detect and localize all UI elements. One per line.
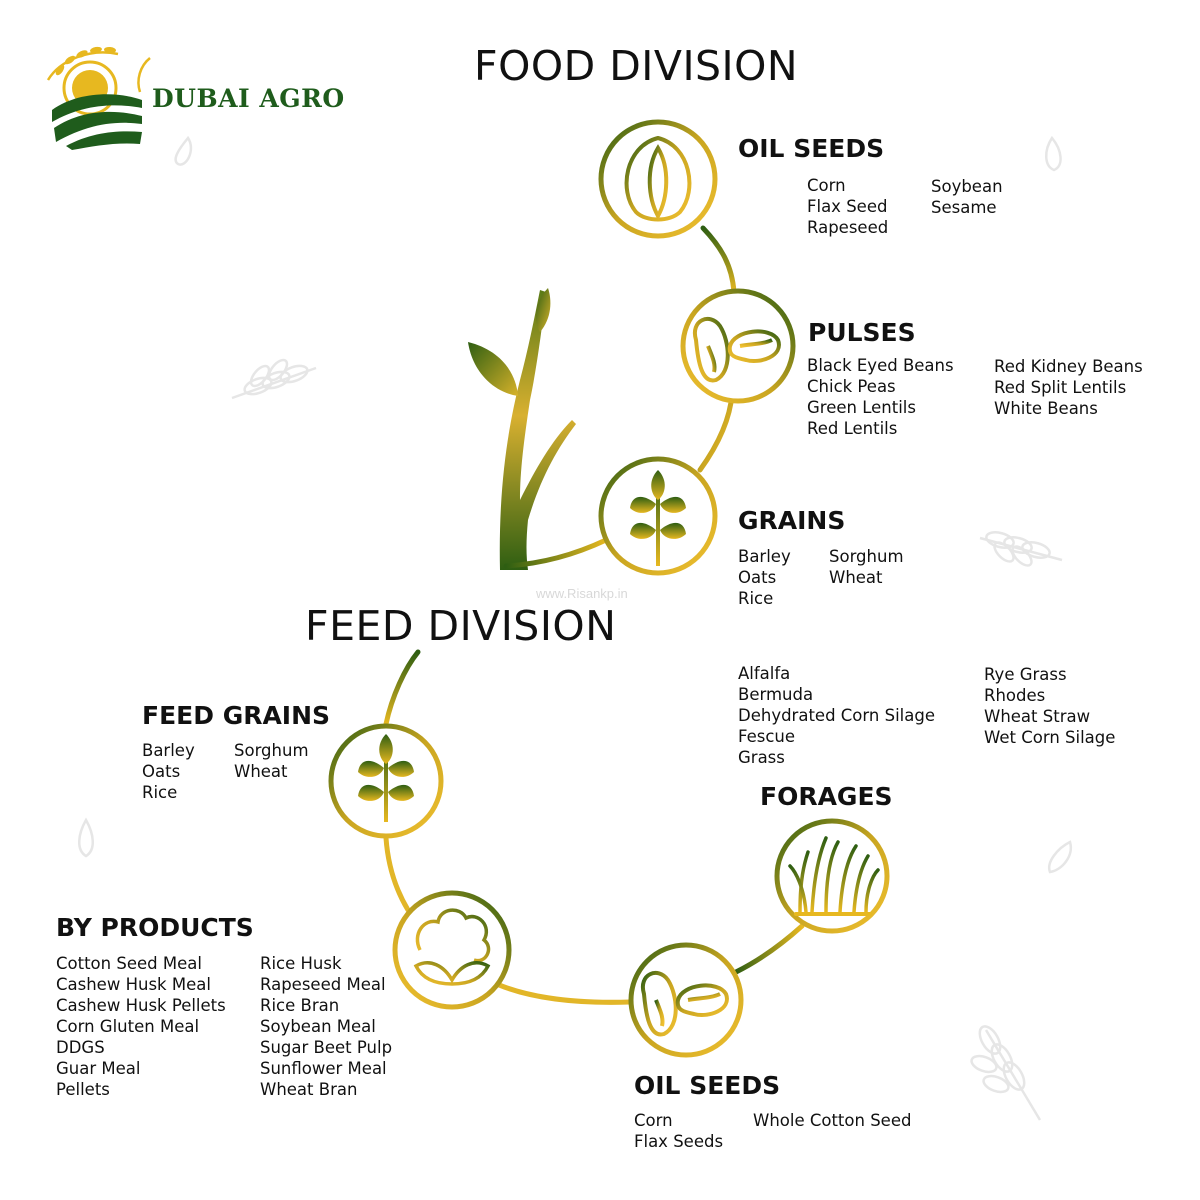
list-item: Wheat Straw <box>984 707 1091 726</box>
list-item: Whole Cotton Seed <box>753 1111 912 1130</box>
food-oil-seeds-title: OIL SEEDS <box>738 134 885 163</box>
list-item: Bermuda <box>738 685 814 704</box>
list-item: Corn <box>634 1111 673 1130</box>
list-item: Rice <box>738 589 774 608</box>
cotton-plant-icon <box>413 908 491 986</box>
brand-name: DUBAI AGRO <box>152 84 345 113</box>
list-item: Red Split Lentils <box>994 378 1127 397</box>
background-decorations <box>78 135 1073 1121</box>
circle-by-products <box>392 890 512 1010</box>
list-item: Red Kidney Beans <box>994 357 1143 376</box>
list-item: Black Eyed Beans <box>807 356 954 375</box>
food-pulses-list-1: Black Eyed Beans Chick Peas Green Lentil… <box>807 355 954 439</box>
feed-oil-seeds-list-2: Whole Cotton Seed <box>753 1110 911 1131</box>
seed-outline-icon <box>1045 135 1062 172</box>
list-item: Fescue <box>738 727 796 746</box>
food-division-title: FOOD DIVISION <box>474 42 799 90</box>
list-item: Wheat <box>829 568 883 587</box>
circle-feed-grains <box>328 723 444 839</box>
list-item: Sesame <box>931 198 997 217</box>
food-grains-list-1: Barley Oats Rice <box>738 546 791 609</box>
food-pulses-list-2: Red Kidney Beans Red Split Lentils White… <box>994 356 1143 419</box>
list-item: Flax Seeds <box>634 1132 724 1151</box>
list-item: Pellets <box>56 1080 110 1099</box>
list-item: Rapeseed Meal <box>260 975 386 994</box>
food-grains-title: GRAINS <box>738 506 846 535</box>
bean-icon <box>692 317 781 383</box>
list-item: Red Lentils <box>807 419 898 438</box>
list-item: Sunflower Meal <box>260 1059 387 1078</box>
seed-outline-icon <box>78 817 94 858</box>
food-pulses-title: PULSES <box>808 318 916 347</box>
feed-grains-list-2: Sorghum Wheat <box>234 740 309 782</box>
by-products-title: BY PRODUCTS <box>56 913 254 942</box>
circle-forages <box>774 818 890 934</box>
sprout-illustration <box>468 288 576 570</box>
list-item: Alfalfa <box>738 664 791 683</box>
list-item: Wheat Bran <box>260 1080 358 1099</box>
circle-oil-seeds-feed <box>628 942 744 1058</box>
list-item: Oats <box>738 568 777 587</box>
grass-icon <box>788 836 880 916</box>
circle-oil-seeds-food <box>598 119 718 239</box>
seed-icon <box>624 135 692 222</box>
by-products-list-1: Cotton Seed Meal Cashew Husk Meal Cashew… <box>56 953 226 1100</box>
feed-grains-list-1: Barley Oats Rice <box>142 740 195 803</box>
list-item: Sugar Beet Pulp <box>260 1038 393 1057</box>
food-grains-list-2: Sorghum Wheat <box>829 546 904 588</box>
list-item: Flax Seed <box>807 197 888 216</box>
circle-pulses-food <box>680 288 796 404</box>
list-item: Rice Husk <box>260 954 342 973</box>
list-item: Rapeseed <box>807 218 889 237</box>
wheat-ear-outline-icon <box>231 358 317 400</box>
list-item: Cashew Husk Pellets <box>56 996 226 1015</box>
seed-outline-icon <box>1047 840 1073 874</box>
by-products-list-2: Rice Husk Rapeseed Meal Rice Bran Soybea… <box>260 953 392 1100</box>
seed-outline-icon <box>174 135 193 166</box>
circle-grains-food <box>598 456 718 576</box>
feed-oil-seeds-list-1: Corn Flax Seeds <box>634 1110 723 1152</box>
feed-oil-seeds-title: OIL SEEDS <box>634 1071 781 1100</box>
list-item: Rice <box>142 783 178 802</box>
forages-title: FORAGES <box>760 782 893 811</box>
food-oil-seeds-list-2: Soybean Sesame <box>931 176 1003 218</box>
forages-list-2: Rye Grass Rhodes Wheat Straw Wet Corn Si… <box>984 664 1115 748</box>
list-item: Rhodes <box>984 686 1046 705</box>
list-item: Guar Meal <box>56 1059 141 1078</box>
feed-grains-title: FEED GRAINS <box>142 701 331 730</box>
wheat-ear-outline-icon <box>970 1025 1042 1121</box>
list-item: Rye Grass <box>984 665 1067 684</box>
plant-icon <box>358 734 414 822</box>
wheat-ear-outline-icon <box>979 531 1063 567</box>
list-item: DDGS <box>56 1038 105 1057</box>
list-item: Soybean <box>931 177 1003 196</box>
list-item: Corn Gluten Meal <box>56 1017 200 1036</box>
list-item: Soybean Meal <box>260 1017 376 1036</box>
list-item: Wheat <box>234 762 288 781</box>
list-item: Green Lentils <box>807 398 916 417</box>
list-item: White Beans <box>994 399 1098 418</box>
logo-mark-icon <box>46 46 151 150</box>
watermark-text: www.Risankp.in <box>536 586 628 601</box>
list-item: Wet Corn Silage <box>984 728 1116 747</box>
bean-icon <box>640 971 729 1037</box>
list-item: Oats <box>142 762 181 781</box>
list-item: Barley <box>142 741 195 760</box>
list-item: Chick Peas <box>807 377 896 396</box>
plant-icon <box>630 470 686 566</box>
list-item: Barley <box>738 547 791 566</box>
list-item: Cashew Husk Meal <box>56 975 211 994</box>
list-item: Rice Bran <box>260 996 340 1015</box>
list-item: Sorghum <box>829 547 904 566</box>
list-item: Corn <box>807 176 846 195</box>
feed-division-title: FEED DIVISION <box>305 602 617 650</box>
forages-list-1: Alfalfa Bermuda Dehydrated Corn Silage F… <box>738 663 935 768</box>
list-item: Dehydrated Corn Silage <box>738 706 935 725</box>
food-oil-seeds-list-1: Corn Flax Seed Rapeseed <box>807 175 888 238</box>
list-item: Cotton Seed Meal <box>56 954 202 973</box>
list-item: Grass <box>738 748 785 767</box>
list-item: Sorghum <box>234 741 309 760</box>
